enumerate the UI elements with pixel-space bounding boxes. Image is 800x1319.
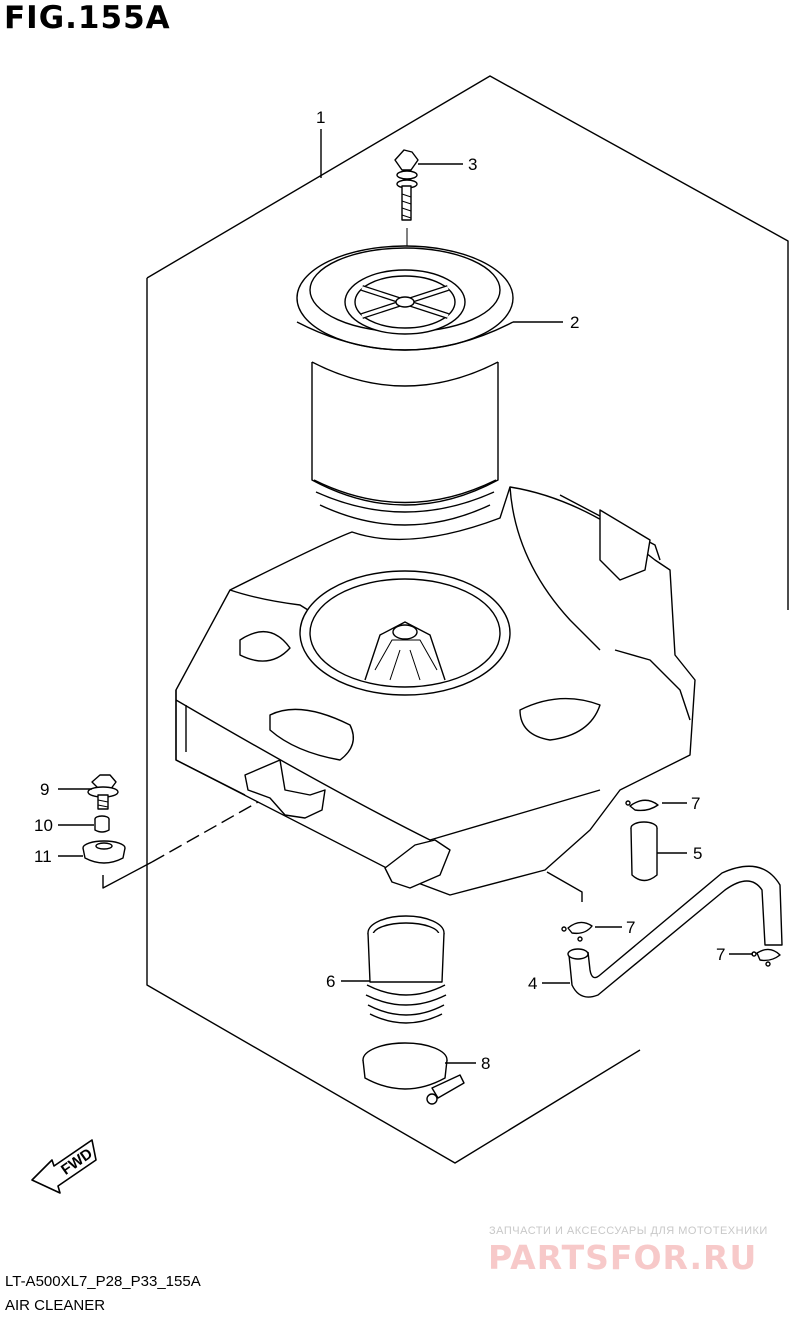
assembly-outline (146, 75, 789, 610)
band-clamp (362, 1042, 465, 1105)
hose-clip (751, 948, 781, 967)
assembly-outline-lower (146, 278, 641, 1164)
callout-number: 7 (716, 945, 725, 964)
fwd-arrow-icon: FWD (31, 1139, 97, 1194)
callout-number: 11 (34, 847, 52, 866)
mount-dash-line (151, 801, 259, 863)
breather-hose (567, 865, 783, 998)
model-code: LT-A500XL7_P28_P33_155A (5, 1273, 201, 1290)
air-cleaner-case (175, 486, 696, 896)
callout-number: 2 (570, 313, 579, 332)
watermark-brand: PARTSFOR.RU (488, 1238, 758, 1277)
callout-number: 7 (691, 794, 700, 813)
figure-caption: AIR CLEANER (5, 1297, 106, 1314)
grommet (82, 840, 126, 864)
collar (94, 815, 110, 833)
mount-leader (102, 861, 153, 889)
callout-number: 10 (34, 816, 53, 835)
callout-number: 8 (481, 1054, 490, 1073)
air-filter-element (296, 245, 514, 526)
callout-number: 7 (626, 918, 635, 937)
intake-duct (365, 915, 447, 1024)
callout-number: 9 (40, 780, 49, 799)
flange-bolt (87, 774, 119, 810)
callout-leader-case (546, 871, 583, 902)
callout-number: 4 (528, 974, 537, 993)
watermark-tagline: ЗАПЧАСТИ И АКСЕССУАРЫ ДЛЯ МОТОТЕХНИКИ (489, 1225, 768, 1237)
page-title: FIG.155A (4, 0, 171, 36)
callout-number: 3 (468, 155, 477, 174)
callout-number: 5 (693, 844, 702, 863)
hose-clip (625, 799, 659, 812)
drain-hose (630, 821, 658, 882)
callout-number: 1 (316, 108, 325, 127)
wing-bolt (394, 149, 419, 221)
callout-number: 6 (326, 972, 335, 991)
hose-clip (561, 921, 593, 942)
